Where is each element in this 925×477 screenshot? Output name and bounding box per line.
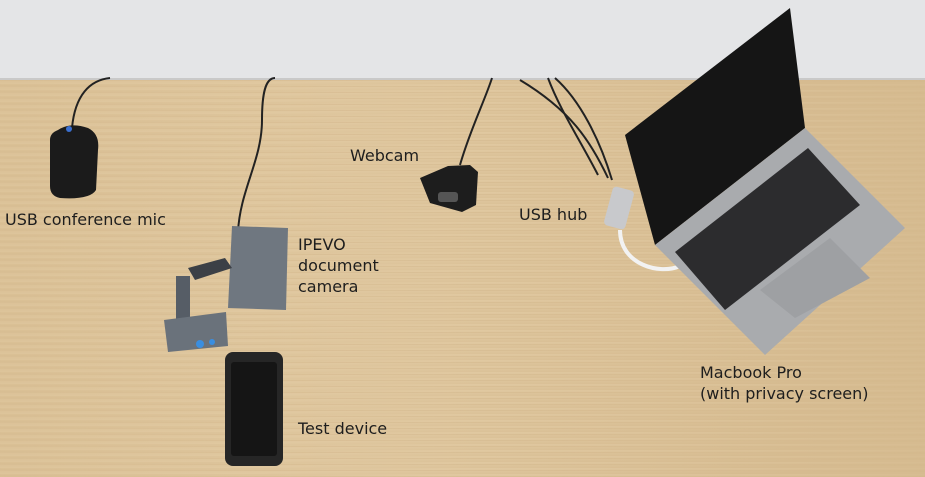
label-macbook-pro: Macbook Pro (with privacy screen) [700, 362, 869, 404]
label-usb-conference-mic: USB conference mic [5, 210, 166, 229]
label-line: camera [298, 277, 359, 296]
label-document-camera: IPEVO document camera [298, 234, 379, 297]
ipevo-document-camera [164, 226, 288, 352]
macbook-pro [625, 8, 905, 355]
label-line: IPEVO [298, 235, 346, 254]
label-line: document [298, 256, 379, 275]
usb-hub [604, 186, 681, 272]
label-test-device: Test device [298, 419, 388, 438]
usb-conference-mic [50, 125, 99, 199]
webcam [420, 165, 478, 212]
label-webcam: Webcam [350, 146, 420, 165]
label-usb-hub: USB hub [519, 205, 588, 224]
label-line: Macbook Pro [700, 363, 802, 382]
test-device-phone [225, 352, 283, 466]
label-line: (with privacy screen) [700, 384, 869, 403]
